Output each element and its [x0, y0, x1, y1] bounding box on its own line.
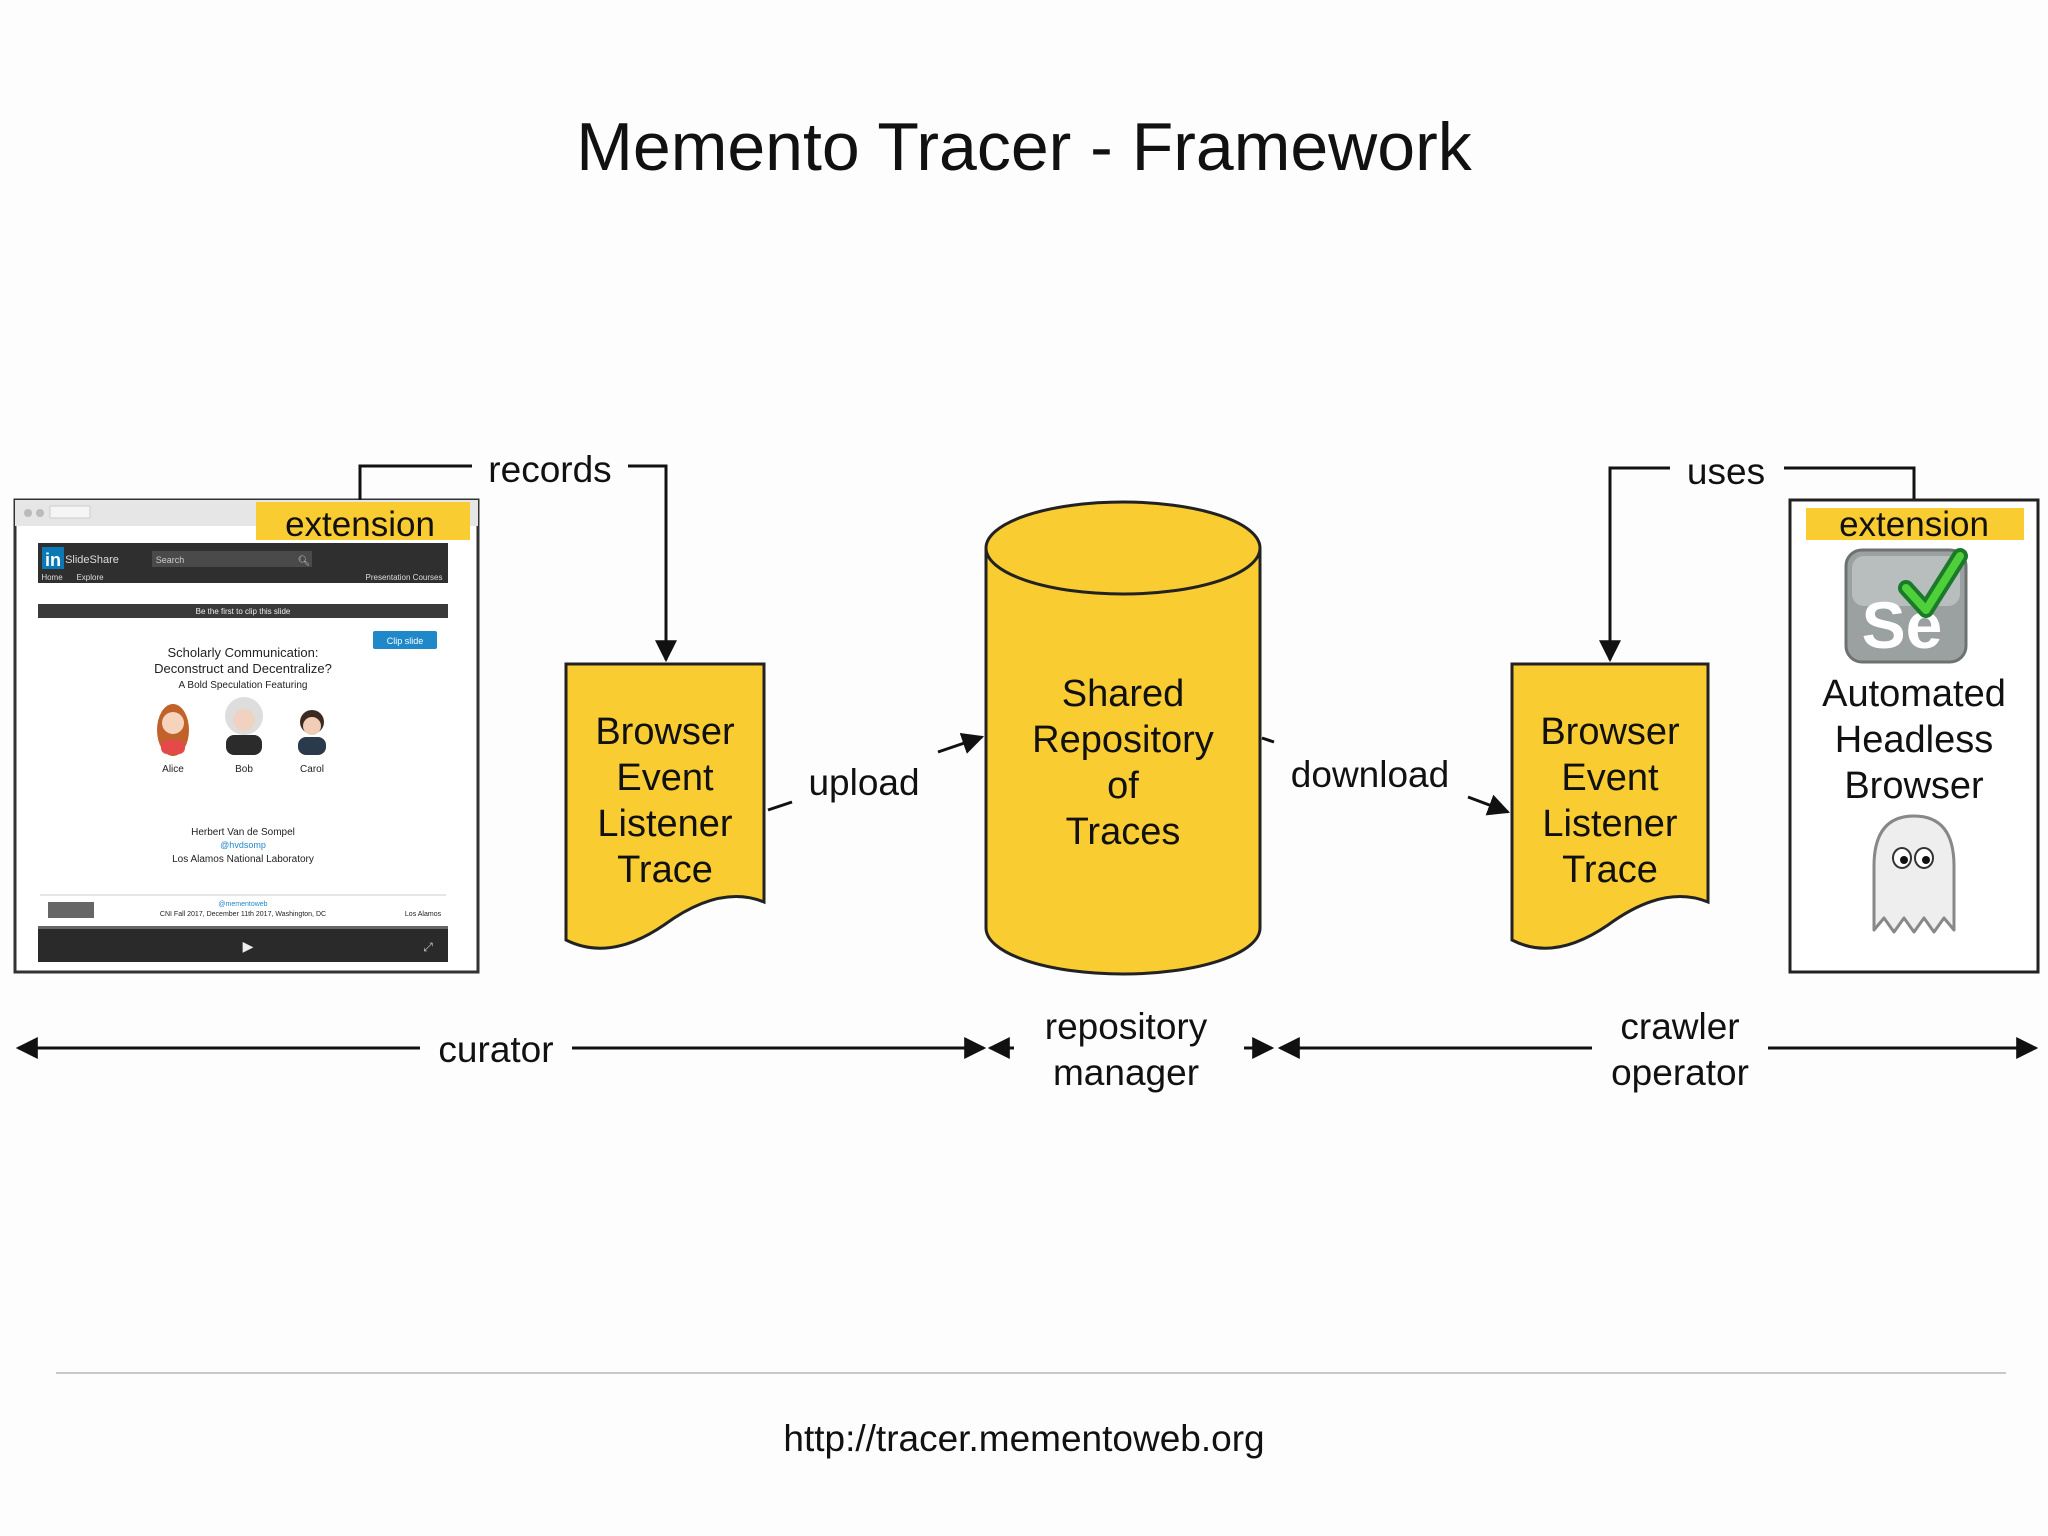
uses-label: uses: [1687, 451, 1765, 492]
download-label: download: [1291, 754, 1449, 795]
repository-line-4: Traces: [1066, 811, 1181, 853]
extension-label-right: extension: [1839, 505, 1989, 544]
selenium-icon: Se: [1844, 548, 1968, 664]
shared-repository-cylinder: Shared Repository of Traces: [984, 500, 1262, 976]
trace-left-line-3: Listener: [597, 803, 733, 845]
slide-handle-2: @mementoweb: [218, 901, 267, 908]
person-alice: Alice: [162, 764, 184, 775]
linkedin-logo-icon: [42, 547, 64, 569]
trace-right-line-1: Browser: [1540, 711, 1680, 753]
trace-left-line-1: Browser: [595, 711, 735, 753]
crawler-operator-role-arrow: crawler operator: [1277, 1006, 2039, 1093]
extension-tag-left: [256, 502, 470, 540]
crawler-operator-line-2: operator: [1611, 1052, 1749, 1093]
headless-line-3: Browser: [1844, 765, 1984, 807]
trace-right-line-2: Event: [1561, 757, 1659, 799]
headless-line-1: Automated: [1822, 673, 2006, 715]
repository-manager-line-2: manager: [1053, 1052, 1199, 1093]
nav-courses: Presentation Courses: [366, 573, 443, 582]
records-label: records: [488, 449, 611, 490]
slideshare-screenshot: in SlideShare Search 🔍︎ Home Explore Pre…: [38, 543, 448, 962]
slide-affiliation: Los Alamos National Laboratory: [172, 854, 314, 865]
search-placeholder: Search: [156, 555, 185, 565]
repository-line-2: Repository: [1032, 719, 1214, 761]
cc-license-icon: [48, 902, 94, 918]
curator-role-arrow: curator: [15, 1029, 987, 1070]
slide-author: Herbert Van de Sompel: [191, 827, 295, 838]
ghost-icon: [1872, 814, 1956, 934]
nav-home: Home: [41, 573, 63, 582]
person-carol: Carol: [300, 764, 324, 775]
lanl-logo: Los Alamos: [405, 911, 442, 918]
headless-line-2: Headless: [1835, 719, 1993, 761]
trace-document-left: Browser Event Listener Trace: [564, 662, 766, 950]
slide-handle: @hvdsomp: [220, 840, 266, 850]
footer-url[interactable]: http://tracer.mementoweb.org: [783, 1418, 1265, 1459]
slide-subheading: A Bold Speculation Featuring: [179, 680, 308, 691]
trace-right-line-3: Listener: [1542, 803, 1678, 845]
slide-player-bar: [38, 926, 448, 962]
upload-label: upload: [808, 762, 919, 803]
svg-text:in: in: [45, 550, 61, 570]
extension-tag-right: [1806, 508, 2024, 540]
fullscreen-icon: ⤢: [422, 940, 433, 954]
clip-slide-button: [373, 631, 437, 649]
trace-right-line-4: Trace: [1562, 849, 1658, 891]
repository-line-1: Shared: [1062, 673, 1185, 715]
carol-avatar: [298, 710, 326, 755]
search-icon: 🔍︎: [298, 555, 311, 567]
repository-line-3: of: [1107, 765, 1139, 807]
trace-left-line-4: Trace: [617, 849, 713, 891]
alice-avatar: [157, 704, 189, 756]
trace-document-right: Browser Event Listener Trace: [1510, 662, 1710, 950]
nav-explore: Explore: [76, 573, 104, 582]
headless-browser-box: extension Se Automated Headless Browser: [1788, 498, 2040, 974]
trace-left-line-2: Event: [616, 757, 714, 799]
crawler-operator-line-1: crawler: [1620, 1006, 1739, 1047]
site-name: SlideShare: [65, 554, 119, 566]
bob-avatar: [225, 697, 263, 755]
play-icon: ▶: [243, 939, 254, 955]
curator-label: curator: [438, 1029, 553, 1070]
footer-divider: [56, 1372, 2006, 1374]
slide-heading-2: Deconstruct and Decentralize?: [154, 661, 332, 676]
person-bob: Bob: [235, 764, 253, 775]
slide-event: CNI Fall 2017, December 11th 2017, Washi…: [160, 911, 326, 918]
extension-label-left: extension: [285, 505, 435, 544]
curator-browser-window: extension in SlideShare Search 🔍︎ Home E…: [13, 498, 480, 974]
svg-text:Clip slide: Clip slide: [387, 636, 424, 646]
repository-manager-line-1: repository: [1045, 1006, 1208, 1047]
clip-banner: Be the first to clip this slide: [196, 607, 291, 616]
slide-heading-1: Scholarly Communication:: [167, 645, 318, 660]
page-title: Memento Tracer - Framework: [576, 109, 1472, 185]
repository-manager-role-arrow: repository manager: [987, 1006, 1275, 1093]
